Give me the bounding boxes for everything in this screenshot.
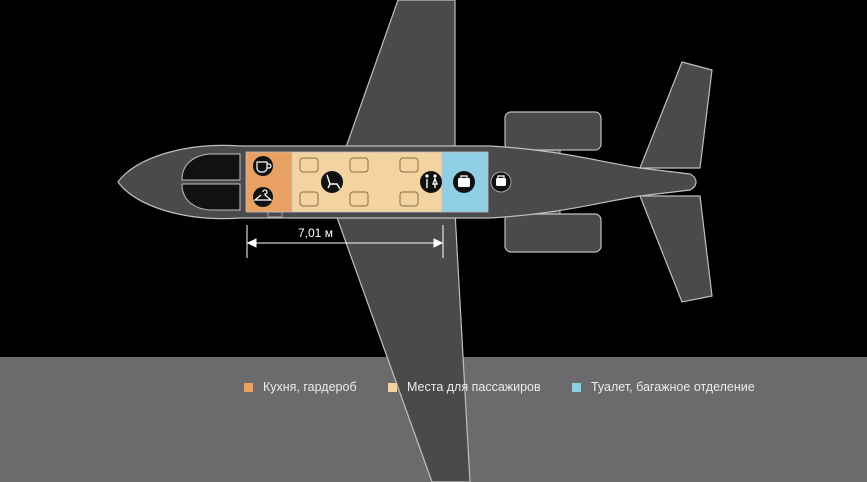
- legend-label-lavatory: Туалет, багажное отделение: [591, 380, 755, 394]
- legend-item-galley: Кухня, гардероб: [244, 378, 357, 396]
- cabin-seats: [299, 157, 419, 207]
- legend-swatch-lavatory: [572, 382, 581, 392]
- lower-stabilizer: [639, 195, 713, 303]
- legend-item-lavatory: Туалет, багажное отделение: [572, 378, 755, 396]
- entry-door: [267, 211, 283, 218]
- legend-swatch-cabin: [388, 382, 397, 392]
- upper-stabilizer: [639, 61, 713, 169]
- reclining-seat-icon: [321, 171, 343, 193]
- legend: Кухня, гардероб Места для пассажиров Туа…: [0, 378, 867, 398]
- legend-label-galley: Кухня, гардероб: [263, 380, 357, 394]
- upper-wing: [344, 0, 456, 151]
- toilet-people-icon: [420, 171, 442, 193]
- lavatory-zone: [441, 151, 489, 213]
- cockpit-window-right: [181, 183, 241, 211]
- hanger-icon: [253, 187, 273, 207]
- upper-engine: [504, 111, 602, 151]
- legend-item-cabin: Места для пассажиров: [388, 378, 541, 396]
- cabin-length-label: 7,01 м: [298, 226, 333, 240]
- legend-label-cabin: Места для пассажиров: [407, 380, 541, 394]
- coffee-cup-icon: [253, 156, 273, 176]
- cabin-zone: [291, 151, 443, 213]
- lower-wing: [334, 211, 471, 482]
- lower-engine: [504, 213, 602, 253]
- dimension-line: [246, 225, 444, 258]
- cockpit-window-left: [181, 153, 241, 181]
- legend-swatch-galley: [244, 382, 253, 392]
